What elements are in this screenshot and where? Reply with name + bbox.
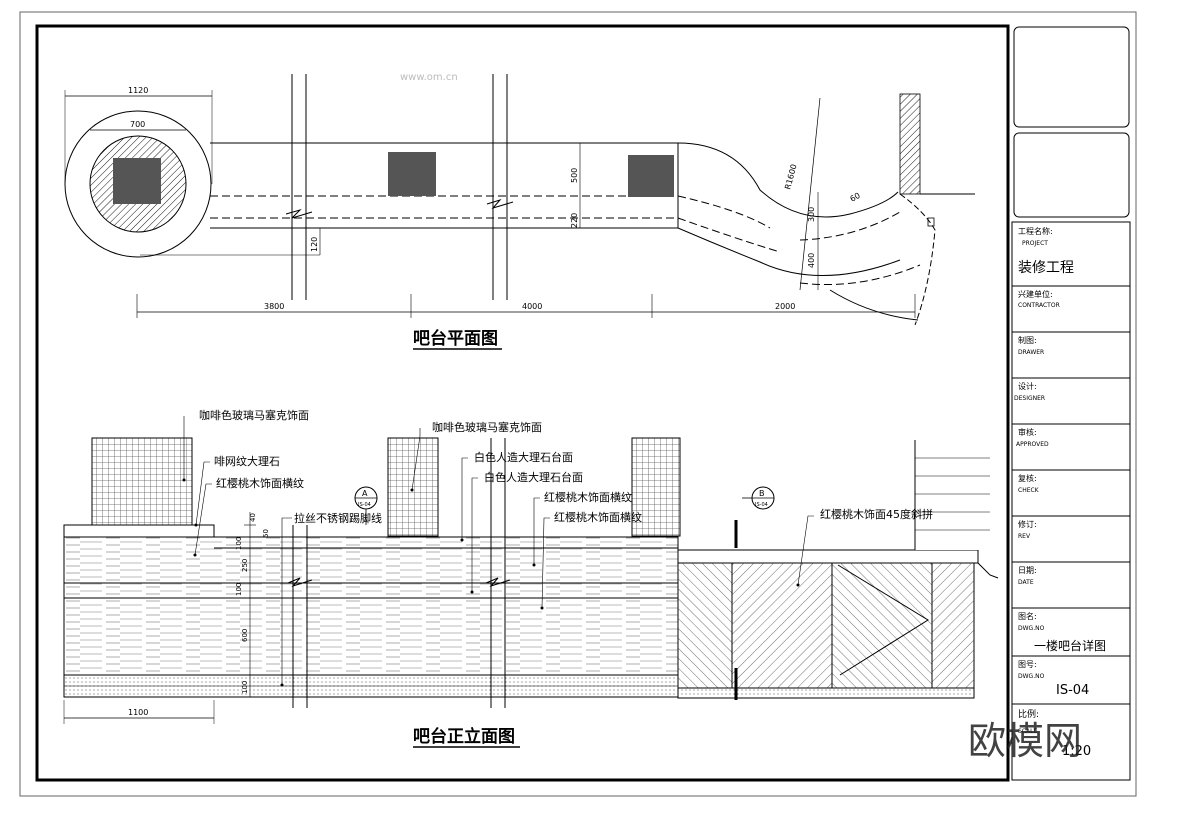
marker-a-sheet: IS-04 <box>358 502 371 508</box>
outer-frame <box>19 11 1137 797</box>
dim-40: 40 <box>249 513 257 522</box>
tb-rev-en: REV <box>1018 533 1031 540</box>
tb-rev-cn: 修订: <box>1018 519 1037 529</box>
label-cherry-h1: 红樱桃木饰面横纹 <box>544 490 632 504</box>
dim-1120: 1120 <box>128 86 148 95</box>
tb-scale-cn: 比例: <box>1018 708 1039 720</box>
dim-120: 120 <box>310 237 319 252</box>
tb-project-en: PROJECT <box>1022 240 1048 247</box>
dim-700: 700 <box>130 120 145 129</box>
tb-designer-cn: 设计: <box>1018 381 1037 391</box>
dim-100c: 100 <box>241 681 249 694</box>
marker-a-letter: A <box>362 489 368 498</box>
dim-3800: 3800 <box>264 302 284 311</box>
label-cherry-h2: 红樱桃木饰面横纹 <box>554 510 642 524</box>
tb-dwgname-cn: 图名: <box>1018 611 1037 621</box>
dim-100a: 100 <box>235 537 243 550</box>
dim-60: 60 <box>849 191 862 204</box>
tb-contractor-cn: 兴建单位: <box>1018 289 1053 299</box>
dim-250: 250 <box>241 559 249 572</box>
label-mosaic-left: 咖啡色玻璃马塞克饰面 <box>199 408 309 422</box>
tb-dwgno-cn: 图号: <box>1018 660 1037 669</box>
title-block: 工程名称: PROJECT 装修工程 兴建单位: CONTRACTOR 制图: … <box>1011 26 1131 781</box>
dim-r1600: R1600 <box>783 163 798 190</box>
dim-100b: 100 <box>235 583 243 596</box>
tb-date-en: DATE <box>1018 579 1034 586</box>
tb-drawer-cn: 制图: <box>1018 335 1037 345</box>
tb-project-cn: 工程名称: <box>1018 226 1053 236</box>
tb-drawer-en: DRAWER <box>1018 349 1044 356</box>
tb-designer-en: DESIGNER <box>1014 395 1045 402</box>
dim-400: 400 <box>807 253 816 268</box>
dim-300: 300 <box>807 207 816 222</box>
label-cherry-h-left: 红樱桃木饰面横纹 <box>216 476 304 490</box>
elevation-title: 吧台正立面图 <box>413 726 515 747</box>
dim-2000: 2000 <box>775 302 795 311</box>
tb-check-cn: 复核: <box>1018 473 1037 483</box>
label-cherry-45: 红樱桃木饰面45度斜拼 <box>820 507 933 521</box>
dim-500: 500 <box>570 168 579 183</box>
tb-contractor-en: CONTRACTOR <box>1018 302 1060 309</box>
elevation-view: 40 50 100 250 100 600 100 1100 <box>63 408 999 748</box>
tb-scale-value: 1:20 <box>1062 744 1091 759</box>
dim-220: 220 <box>570 213 579 228</box>
marker-b-sheet: IS-04 <box>755 502 768 508</box>
tb-dwgno-en: DWG.NO <box>1018 673 1045 680</box>
dim-1100: 1100 <box>128 708 148 717</box>
label-marble-net: 啡网纹大理石 <box>214 454 280 468</box>
dim-50: 50 <box>262 529 270 538</box>
label-steel-foot: 拉丝不锈钢踢脚线 <box>294 511 382 525</box>
marker-b-letter: B <box>759 489 765 498</box>
plan-title: 吧台平面图 <box>413 328 498 349</box>
tb-date-cn: 日期: <box>1018 566 1037 575</box>
tb-check-en: CHECK <box>1018 487 1040 494</box>
tb-scale-en: SCALE <box>1018 728 1037 735</box>
tb-dwgno-value: IS-04 <box>1056 683 1089 698</box>
tb-dwgname-en: DWG.NO <box>1018 625 1045 632</box>
tb-approved-en: APPROVED <box>1016 441 1049 448</box>
watermark-logo: 欧模网 <box>968 719 1082 763</box>
tb-approved-cn: 审核: <box>1018 427 1037 437</box>
dim-600: 600 <box>241 629 249 642</box>
dim-4000: 4000 <box>522 302 542 311</box>
tb-project-value: 装修工程 <box>1018 260 1074 276</box>
plan-view: 1120 700 R1600 300 400 6 <box>64 74 975 350</box>
label-mosaic-mid: 咖啡色玻璃马塞克饰面 <box>432 420 542 434</box>
drawing-frame <box>35 24 1010 782</box>
label-white-top1: 白色人造大理石台面 <box>474 450 573 464</box>
tb-dwgname-value: 一楼吧台详图 <box>1034 638 1106 653</box>
watermark-site: www.om.cn <box>400 72 458 83</box>
label-white-top2: 白色人造大理石台面 <box>484 470 583 484</box>
